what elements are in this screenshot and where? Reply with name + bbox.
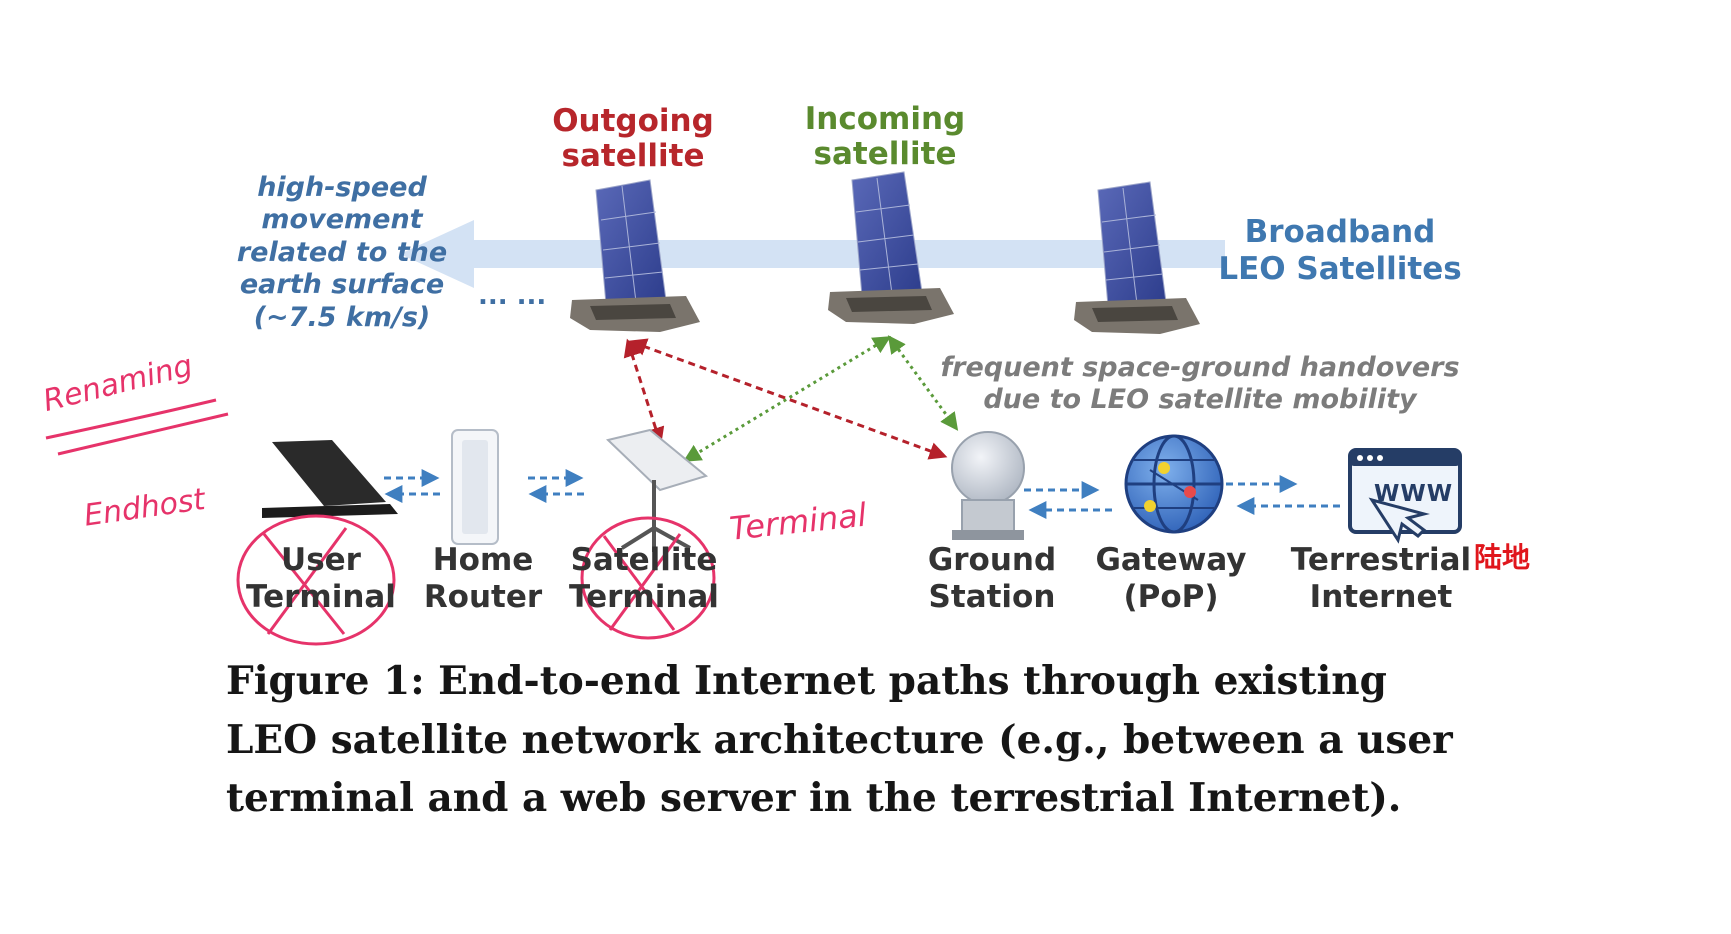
satellite-dish-icon — [605, 428, 709, 552]
www-text: WWW — [1374, 481, 1454, 507]
handover-label: frequent space-ground handovers due to L… — [940, 352, 1460, 416]
user-terminal-label: User Terminal — [246, 542, 396, 616]
ellipsis: ... ... — [478, 281, 547, 311]
land-note: 陆地 — [1474, 541, 1531, 574]
incoming-satellite-title: Incoming satellite — [804, 101, 966, 172]
satellite-terminal-cross-out — [580, 516, 716, 640]
link-gateway-internet — [1226, 475, 1340, 515]
outgoing-satellite-icon — [570, 179, 700, 332]
gateway-label: Gateway (PoP) — [1095, 542, 1247, 616]
leo-satellite-icon — [1074, 181, 1200, 334]
link-outgoing-to-satellite-terminal — [623, 338, 665, 446]
router-icon — [451, 429, 499, 545]
link-incoming-to-satellite-terminal — [682, 336, 892, 462]
link-outgoing-to-ground-station — [628, 338, 948, 460]
globe-icon — [1124, 434, 1224, 534]
incoming-satellite-icon — [828, 171, 954, 324]
movement-arrow — [400, 220, 1225, 288]
ground-station-label: Ground Station — [927, 542, 1057, 616]
link-router-dish — [528, 469, 584, 503]
figure-caption: Figure 1: End-to-end Internet paths thro… — [226, 658, 1453, 821]
link-laptop-router — [384, 469, 440, 503]
home-router-label: Home Router — [423, 542, 543, 616]
link-ground-station-gateway — [1024, 481, 1112, 519]
user-terminal-cross-out — [236, 514, 396, 646]
satellite-terminal-label: Satellite Terminal — [569, 542, 719, 616]
link-incoming-to-ground-station — [887, 335, 959, 431]
movement-label: high-speed movement related to the earth… — [236, 172, 448, 333]
web-browser-icon — [1348, 448, 1462, 544]
renaming-underline — [45, 398, 229, 456]
laptop-icon — [262, 440, 398, 518]
terrestrial-internet-label: Terrestrial Internet — [1290, 542, 1472, 616]
outgoing-satellite-title: Outgoing satellite — [552, 103, 714, 174]
broadband-leo-label: Broadband LEO Satellites — [1218, 214, 1462, 287]
ground-station-icon — [951, 431, 1025, 540]
